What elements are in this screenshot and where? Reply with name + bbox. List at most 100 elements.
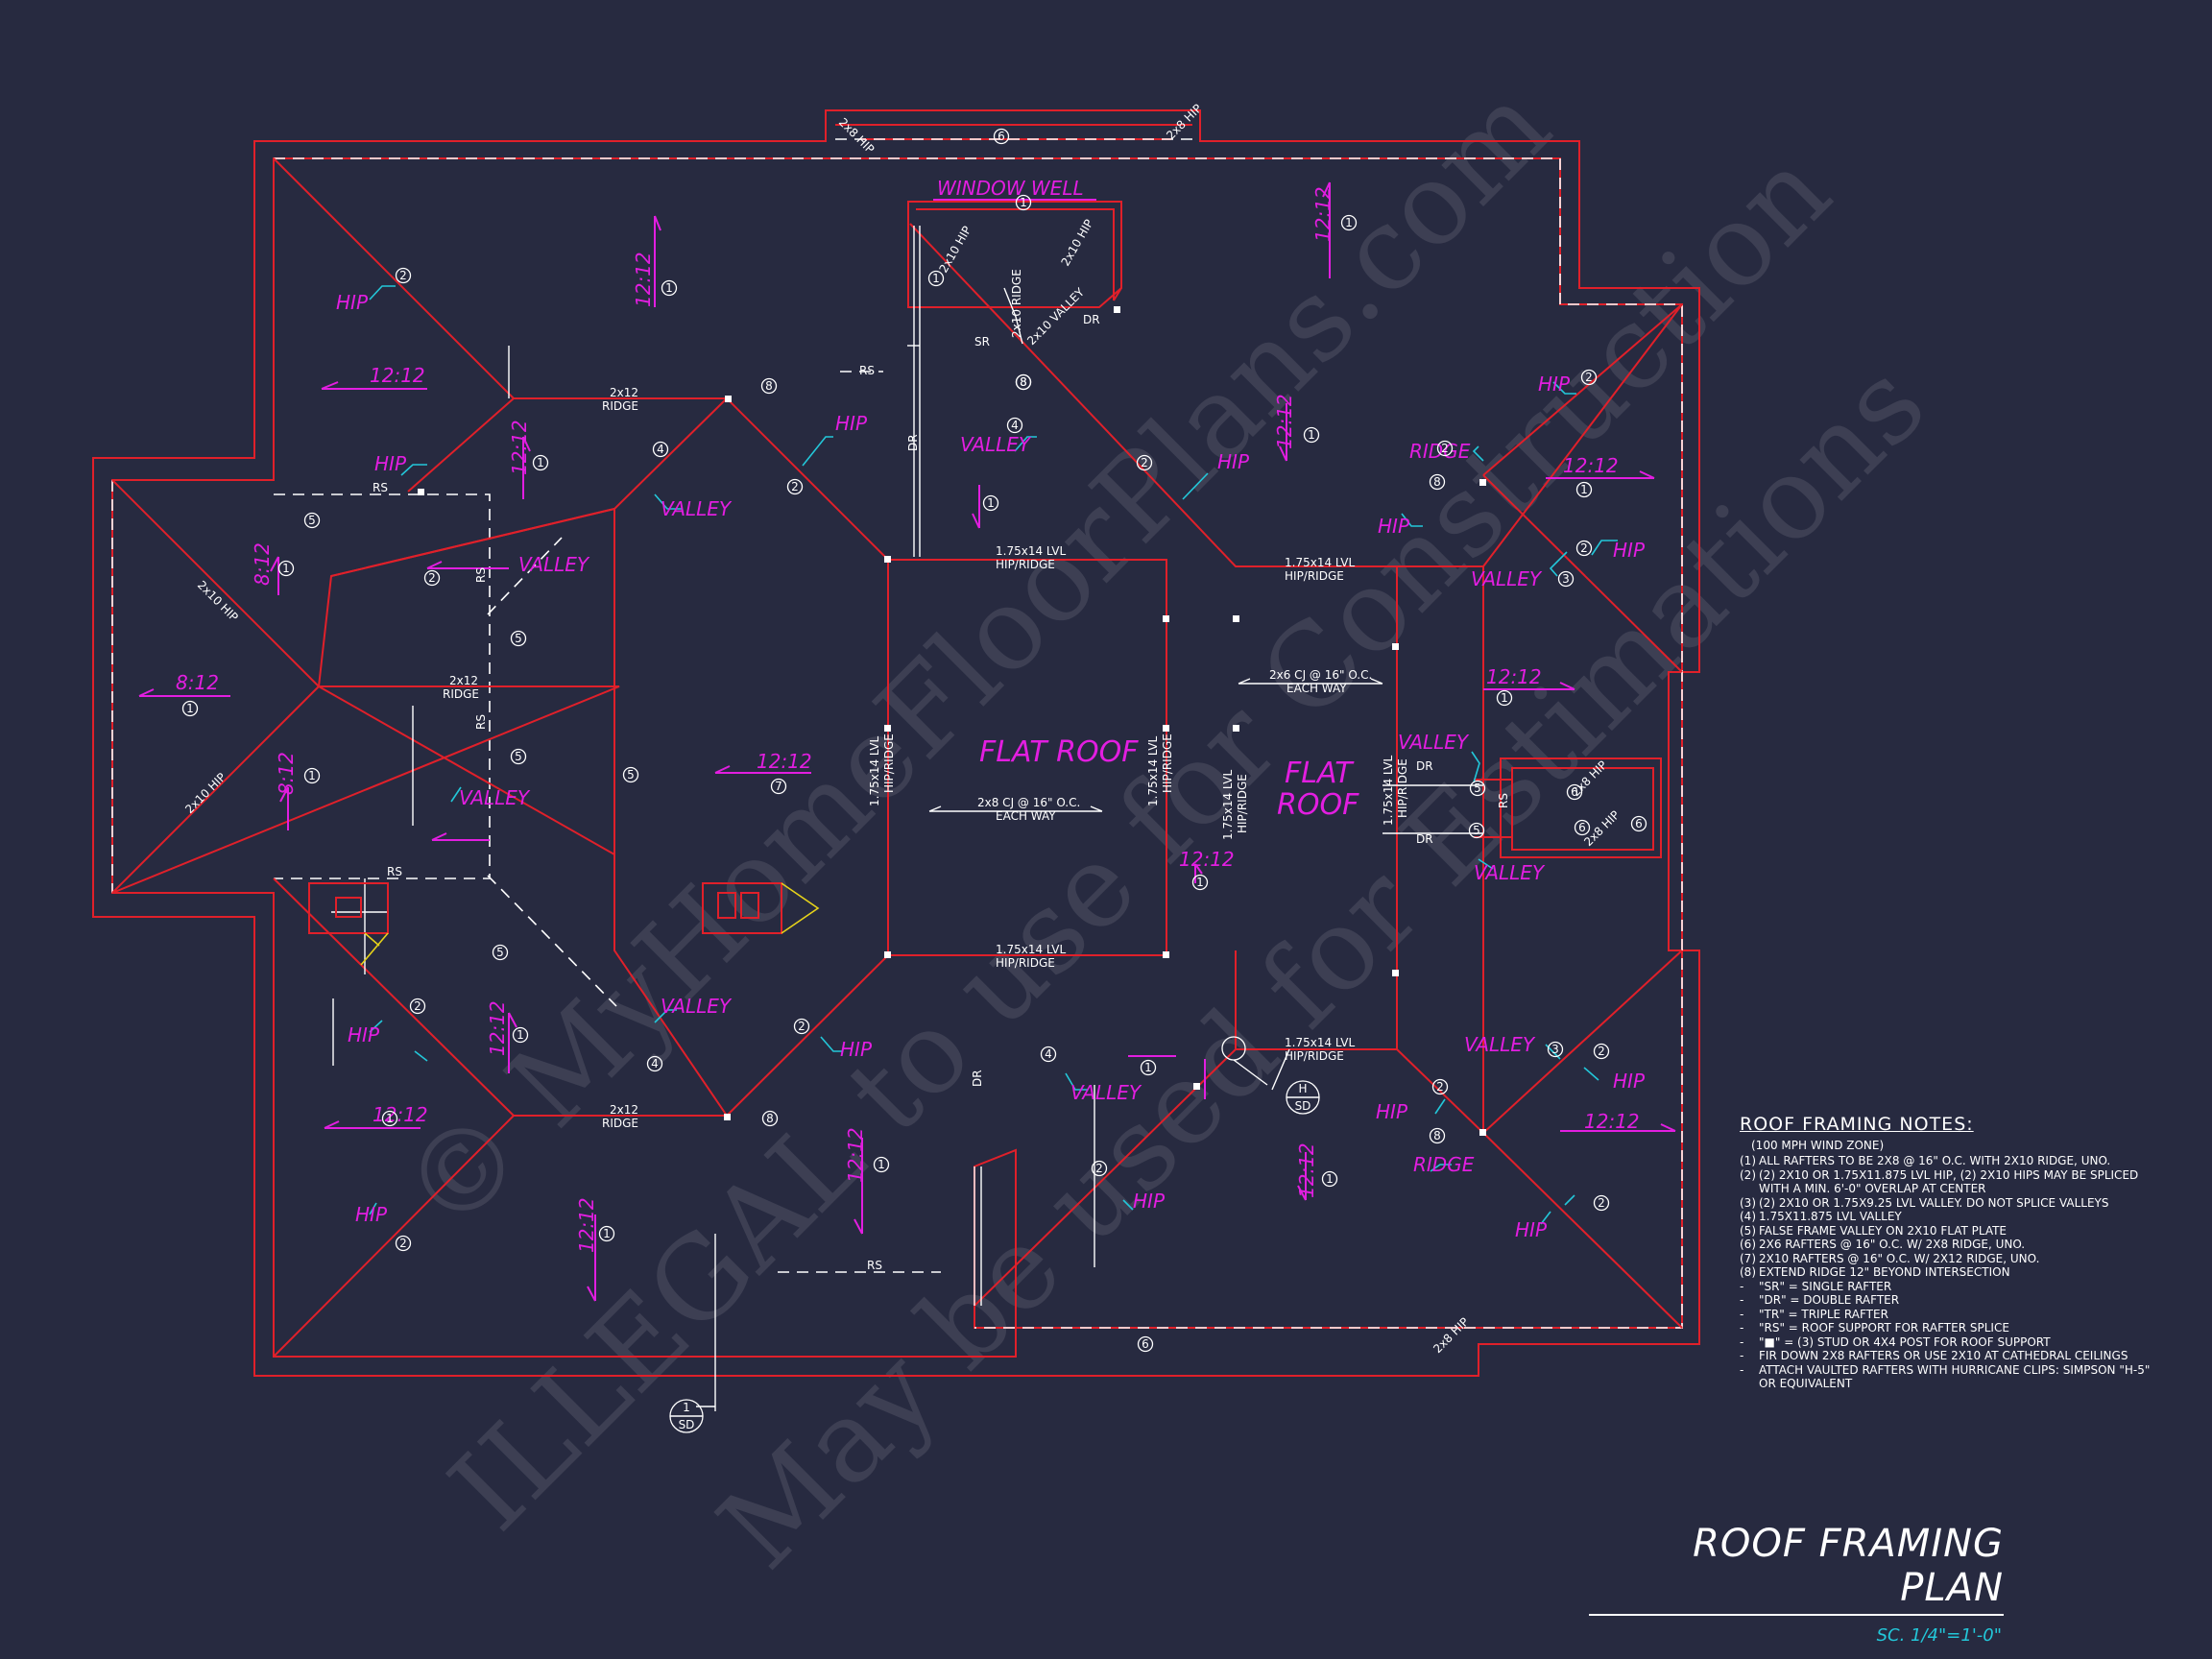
callout-2: 2	[395, 267, 412, 284]
dr-label: DR	[971, 1070, 984, 1087]
dr-label: DR	[906, 434, 920, 451]
callout-circle	[760, 377, 778, 395]
callout-number: 4	[1011, 419, 1019, 432]
rs-label: RS	[1497, 793, 1510, 808]
note-text: False frame valley on 2x10 flat plate	[1759, 1223, 2008, 1238]
callout-number: 1	[1020, 196, 1027, 209]
callout-number: 2	[399, 269, 407, 282]
note-marker: (1)	[1740, 1154, 1756, 1167]
lvl-label-vertical: HIP/RIDGE	[882, 733, 896, 793]
hip-label: HIP	[1613, 539, 1646, 562]
pitch-label: 12:12	[1584, 1110, 1640, 1133]
rs-label: RS	[373, 481, 388, 494]
callout-circle	[646, 1055, 663, 1072]
hip-size: 2x10 HIP	[1058, 217, 1095, 268]
pitch-label-vertical: 12:12	[508, 420, 531, 475]
callout-circle	[598, 1225, 615, 1242]
callout-circle	[982, 494, 999, 512]
callout-2: 2	[1091, 1160, 1108, 1177]
callout-number: 1	[1308, 428, 1315, 442]
hip-label: HIP	[1133, 1190, 1166, 1213]
sr-label: SR	[974, 335, 990, 349]
lvl-label-vertical: 1.75x14 LVL	[1146, 736, 1160, 806]
callout-circle	[1191, 874, 1209, 891]
pitch-label-vertical: 12:12	[486, 1000, 509, 1056]
callout-circle	[761, 1110, 779, 1127]
note-marker: (2)	[1740, 1167, 1756, 1182]
hip-label: HIP	[336, 291, 369, 314]
post-marker	[1163, 615, 1169, 622]
note-text: "DR" = double rafter	[1759, 1293, 1900, 1307]
callout-circle	[532, 454, 549, 471]
callout-circle	[381, 1110, 398, 1127]
callout-8: 8	[1429, 1127, 1446, 1144]
callout-1: 1	[661, 279, 678, 297]
callout-number: 2	[1141, 456, 1148, 469]
ridge-size: 2x12	[449, 674, 478, 687]
lvl-label-vertical: 1.75x14 LVL	[868, 736, 881, 806]
callout-1: 1	[1321, 1170, 1338, 1188]
callout-5: 5	[492, 944, 509, 961]
title-block: ROOF FRAMING PLAN SC. 1/4"=1'-0"	[1589, 1522, 2004, 1646]
callout-number: 2	[1580, 541, 1588, 555]
callout-2: 2	[1136, 454, 1153, 471]
callout-number: 6	[1142, 1337, 1149, 1351]
callout-circle	[409, 998, 426, 1015]
callout-8: 8	[760, 377, 778, 395]
dr-label: DR	[1416, 832, 1433, 846]
note-text: "■" = (3) stud or 4x4 post for roof supp…	[1759, 1334, 2051, 1349]
lvl-label-a: 1.75x14 LVL	[996, 943, 1066, 956]
callout-number: 1	[1196, 876, 1204, 889]
callout-circle	[770, 778, 787, 795]
hip-label: HIP	[1538, 373, 1571, 396]
callout-circle	[1580, 369, 1598, 386]
note-marker: (4)	[1740, 1210, 1756, 1223]
hip-label: HIP	[374, 452, 407, 475]
callout-circle	[873, 1156, 890, 1173]
note-item: -"TR" = triple rafter	[1740, 1308, 2162, 1322]
post-marker	[1392, 643, 1399, 650]
note-item: -"■" = (3) stud or 4x4 post for roof sup…	[1740, 1335, 2162, 1350]
callout-circle	[181, 700, 199, 717]
hip-label: HIP	[1376, 1100, 1408, 1123]
callout-2: 2	[1593, 1194, 1610, 1212]
callout-number: 8	[766, 1112, 774, 1125]
callout-number: 3	[1551, 1043, 1559, 1056]
callout-number: 1	[603, 1227, 611, 1240]
framing-lines	[111, 157, 1683, 1358]
roof-label: ROOF	[1277, 788, 1359, 822]
pitch-label-vertical: 12:12	[575, 1197, 598, 1253]
callout-number: 6	[1578, 821, 1586, 834]
pitch-label-vertical: 8:12	[251, 542, 274, 586]
callout-5: 5	[510, 630, 527, 647]
note-marker: -	[1740, 1307, 1744, 1321]
hip-label: HIP	[1217, 450, 1250, 473]
hip-size: 2x10 HIP	[182, 770, 228, 816]
drawing-scale: SC. 1/4"=1'-0"	[1876, 1625, 2002, 1646]
lvl-label-vertical: 1.75x14 LVL	[1221, 770, 1235, 840]
note-item: (8)Extend ridge 12" beyond intersection	[1740, 1265, 2162, 1280]
note-marker: -	[1740, 1279, 1744, 1293]
lvl-label-vertical: 1.75x14 LVL	[1382, 756, 1395, 826]
callout-circle	[661, 279, 678, 297]
callout-number: 1	[282, 562, 290, 575]
note-text: All rafters to be 2x8 @ 16" O.C. with 2x…	[1759, 1154, 2111, 1167]
post-marker	[1392, 970, 1399, 976]
callout-circle	[1593, 1194, 1610, 1212]
hip-label: HIP	[1613, 1070, 1646, 1093]
callout-circle	[1340, 214, 1358, 231]
callout-number: 2	[1585, 371, 1593, 384]
note-item: -"DR" = double rafter	[1740, 1293, 2162, 1308]
callout-number: 2	[798, 1020, 805, 1033]
valley-label: VALLEY	[459, 786, 531, 809]
callout-circle	[303, 767, 321, 784]
section-h-letter: H	[1298, 1082, 1307, 1095]
ridge-size: 2x12	[610, 386, 638, 399]
callout-6: 6	[1630, 815, 1647, 832]
ceiling-joist-b: EACH WAY	[1286, 682, 1347, 695]
note-text: "SR" = single rafter	[1759, 1279, 1892, 1293]
post-marker	[1479, 479, 1486, 486]
post-marker	[884, 556, 891, 563]
callout-circle	[510, 748, 527, 765]
callout-1: 1	[532, 454, 549, 471]
